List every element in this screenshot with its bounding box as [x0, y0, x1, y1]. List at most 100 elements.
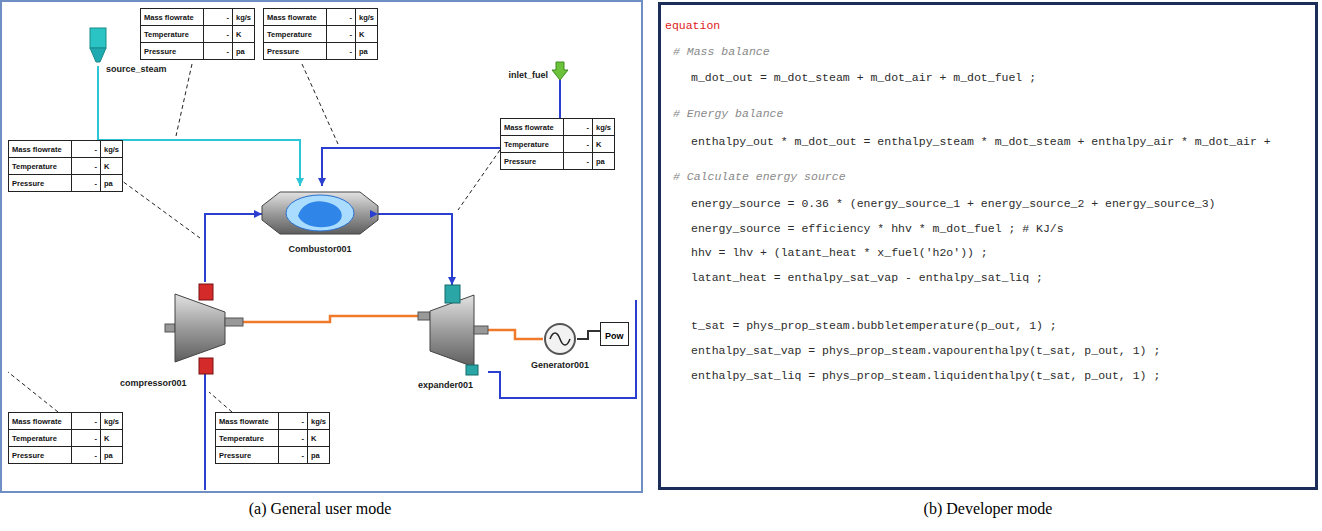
table-cell: kg/s: [356, 9, 378, 26]
table-cell-text: -: [227, 30, 230, 39]
table-cell: Mass flowrate: [141, 9, 204, 26]
combustor-unit: Combustor001: [262, 186, 378, 240]
table-cell-text: K: [596, 140, 601, 149]
table-cell: K: [233, 26, 255, 43]
table-cell: -: [72, 141, 101, 158]
table-cell: Pressure: [141, 43, 204, 60]
stream-table: Mass flowrate-kg/sTemperature-KPressure-…: [215, 412, 331, 464]
stream-line: [98, 66, 300, 186]
table-row: Temperature-K: [9, 158, 123, 175]
expander-unit: expander001: [418, 285, 488, 377]
table-cell: -: [564, 119, 593, 136]
air-inlet-line: [204, 374, 206, 490]
leader-line: [302, 64, 338, 144]
table-cell-text: -: [95, 162, 98, 171]
table-cell-text: -: [587, 157, 590, 166]
unit-label: inlet_fuel: [508, 70, 548, 80]
code-line: # Calculate energy source: [673, 170, 846, 183]
table-cell-text: pa: [311, 451, 320, 460]
table-cell-text: K: [236, 30, 241, 39]
table-cell: K: [593, 136, 615, 153]
stream-table-grid: Mass flowrate-kg/sTemperature-KPressure-…: [215, 412, 330, 464]
table-cell: pa: [593, 153, 615, 170]
table-cell: -: [204, 26, 233, 43]
panel-caption: (b) Developer mode: [924, 500, 1053, 518]
table-cell: Mass flowrate: [9, 141, 72, 158]
table-cell: kg/s: [233, 9, 255, 26]
table-cell: Pressure: [501, 153, 564, 170]
code-line: latant_heat = enthalpy_sat_vap - enthalp…: [691, 271, 1043, 284]
stream-line: [205, 214, 262, 282]
table-cell-text: pa: [236, 47, 245, 56]
stream-table: Mass flowrate -kg/sTemperature -K Pressure -…: [140, 8, 256, 60]
table-cell-text: -: [587, 140, 590, 149]
table-cell-text: -: [302, 451, 305, 460]
table-cell: -: [564, 136, 593, 153]
table-row: Pressure -pa: [501, 153, 615, 170]
table-cell-text: Pressure: [219, 451, 251, 460]
unit-icon: [262, 186, 378, 240]
generator-symbol: [550, 333, 570, 345]
table-cell-text: -: [587, 123, 590, 132]
table-cell-text: -: [302, 434, 305, 443]
power-box: Pow: [600, 322, 629, 346]
unit-label: compressor001: [120, 378, 187, 388]
code-line: t_sat = phys_prop_steam.bubbletemperatur…: [691, 319, 1057, 332]
table-row: Temperature -K: [501, 136, 615, 153]
combustor-casing: [262, 192, 378, 234]
code-line: energy_source = efficiency * hhv * m_dot…: [691, 222, 1064, 235]
unit-icon: [418, 285, 488, 377]
table-cell: K: [308, 430, 330, 447]
table-cell-text: -: [350, 13, 353, 22]
table-cell-text: K: [311, 434, 316, 443]
table-cell-text: Mass flowrate: [504, 123, 554, 132]
stream-table: Mass flowrate-kg/sTemperature-KPressure-…: [8, 140, 124, 192]
table-cell-text: pa: [359, 47, 368, 56]
table-cell: Temperature: [9, 430, 72, 447]
code-line: energy_source = 0.36 * (energy_source_1 …: [691, 197, 1216, 210]
table-row: Temperature -K: [9, 430, 123, 447]
shaft-stub: [418, 312, 430, 320]
table-cell-text: -: [227, 13, 230, 22]
table-cell-text: Pressure: [504, 157, 536, 166]
table-cell: K: [356, 26, 378, 43]
table-cell-text: kg/s: [104, 145, 119, 154]
table-cell-text: kg/s: [311, 417, 326, 426]
leader-line: [118, 178, 200, 238]
stream-table: Mass flowrate-kg/sTemperature-KPressure-…: [263, 8, 379, 60]
table-cell-text: -: [95, 434, 98, 443]
steam-unit: source_steam: [88, 28, 108, 66]
table-cell: Mass flowrate: [9, 413, 72, 430]
power-label: Pow: [605, 331, 624, 341]
generator-unit: Generator001: [543, 322, 577, 356]
table-cell: pa: [101, 175, 123, 192]
table-cell: -: [204, 9, 233, 26]
table-cell-text: Mass flowrate: [12, 145, 62, 154]
stream-table-grid: Mass flowrate -kg/sTemperature -K Pressure -…: [140, 8, 255, 60]
table-cell: kg/s: [101, 141, 123, 158]
table-cell-text: -: [95, 145, 98, 154]
table-cell-text: Mass flowrate: [267, 13, 317, 22]
table-row: Mass flowrate -kg/s: [141, 9, 255, 26]
stream-table-grid: Mass flowrate-kg/sTemperature-KPressure-…: [8, 140, 123, 192]
table-cell-text: K: [104, 434, 109, 443]
combustor-flame: [286, 195, 354, 231]
table-cell: kg/s: [593, 119, 615, 136]
table-cell: Pressure: [216, 447, 279, 464]
table-cell-text: Temperature: [219, 434, 264, 443]
table-cell-text: K: [359, 30, 364, 39]
code-line: hhv = lhv + (latant_heat * x_fuel('h2o')…: [691, 246, 988, 259]
table-cell-text: Mass flowrate: [219, 417, 269, 426]
table-cell-text: Temperature: [144, 30, 189, 39]
table-cell: pa: [233, 43, 255, 60]
unit-icon: [552, 62, 568, 80]
table-cell-text: -: [350, 30, 353, 39]
table-row: Pressure-pa: [9, 447, 123, 464]
table-row: Temperature -K: [216, 430, 330, 447]
code-line: m_dot_out = m_dot_steam + m_dot_air + m_…: [691, 71, 1036, 84]
shaft-stub: [474, 326, 488, 334]
leader-line: [8, 372, 58, 412]
steam-source-icon: [90, 28, 106, 48]
code-line: enthalpy_sat_liq = phys_prop_steam.liqui…: [691, 369, 1160, 382]
table-cell: Temperature: [501, 136, 564, 153]
